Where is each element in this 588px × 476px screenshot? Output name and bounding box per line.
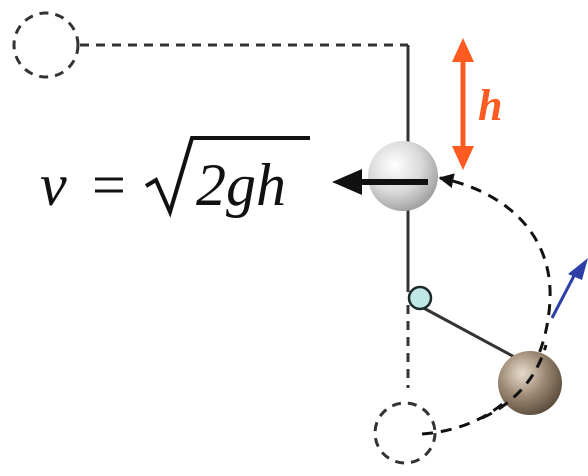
- swing-rope: [417, 303, 521, 362]
- ghost-ball-bottom: [373, 401, 437, 465]
- ghost-ball-top-left: [12, 11, 80, 79]
- formula-sqrt-argument: 2gh: [196, 152, 286, 218]
- velocity-arrow-head: [332, 169, 362, 195]
- formula-equals: =: [92, 152, 126, 218]
- silver-ball: [368, 141, 438, 211]
- height-label: h: [478, 81, 502, 130]
- height-arrow-head-bottom: [452, 146, 474, 170]
- sqrt-symbol: [144, 136, 310, 218]
- formula-velocity-symbol: v: [40, 152, 67, 218]
- bronze-ball: [498, 351, 562, 415]
- height-arrow-head-top: [452, 38, 474, 62]
- blue-arrow-head: [568, 258, 588, 280]
- trajectory-arc: [421, 173, 552, 436]
- pivot-peg: [407, 285, 433, 311]
- blue-velocity-arrow: [550, 271, 578, 319]
- trajectory-arc-over-ball: [481, 344, 548, 420]
